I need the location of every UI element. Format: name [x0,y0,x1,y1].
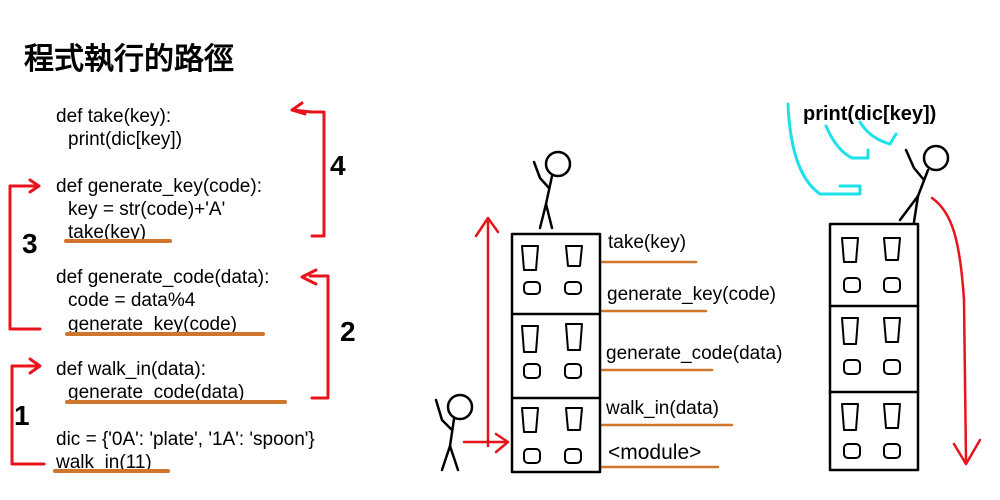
bracket-1 [10,364,46,466]
window [523,363,541,379]
print-output-marks [786,102,898,196]
step-1: 1 [14,400,30,431]
step-4: 4 [330,150,346,181]
arrow-3-head [28,178,41,194]
bracket-4 [308,110,326,238]
window [565,323,583,351]
window [843,277,861,293]
window [883,317,901,343]
step-brackets [8,101,330,466]
window [841,317,859,345]
window [883,237,901,261]
window [523,448,541,464]
window [564,281,582,295]
window [843,359,861,375]
figure-head [446,393,474,421]
window [843,443,861,459]
window [564,363,582,379]
window [841,237,859,263]
step-2: 2 [340,316,356,347]
building-arrows [462,196,982,466]
figure-legs [440,444,460,472]
floor-label-generate-code: generate_code(data) [606,343,783,364]
code-genkey-body1: key = str(code)+'A' [68,199,226,220]
window [521,325,539,353]
figure-arm [434,398,454,432]
window [883,403,901,429]
arrow-1-head [28,357,42,375]
figure-head [544,150,572,178]
code-walk-body: generate_code(data) [68,382,245,403]
figure-body [916,168,930,198]
page-title: 程式執行的路徑 [24,42,234,77]
up-arrow-head [474,216,500,238]
right-windows [841,237,901,459]
left-windows [521,245,583,464]
window [564,448,582,464]
right-building-outline [828,222,920,472]
figure-legs [898,194,920,224]
code-gencode-body1: code = data%4 [68,290,196,311]
window [523,281,541,295]
output-mark [786,102,862,196]
down-arrow-head [952,438,982,466]
stick-figure-top-right [898,144,950,224]
stick-figure-bottom [434,393,474,472]
floor-label-take: take(key) [608,232,687,253]
print-label: print(dic[key]) [803,103,937,125]
bracket-3 [8,184,42,331]
code-take-def: def take(key): [56,106,172,127]
code-call-line: walk_in(11) [56,452,152,473]
arrow-4-stem [290,108,314,114]
window [521,407,539,433]
window [565,245,583,267]
window [565,407,583,431]
enter-arrow-head [494,432,510,454]
figure-arm [532,160,551,190]
window [883,443,901,459]
floor-label-module: <module> [608,441,702,464]
figure-head [922,144,950,172]
figure-body [448,417,456,448]
window [883,277,901,293]
down-arrow-curve [930,196,968,462]
figure-body [544,174,554,206]
stick-figure-top-left [532,150,572,230]
window [883,359,901,375]
left-building-outline [510,232,602,474]
window [841,403,859,431]
code-underlines [53,239,287,473]
bracket-2 [308,274,330,400]
floor-label-generate-key: generate_key(code) [607,284,776,305]
code-walk-def: def walk_in(data): [56,359,206,380]
code-gencode-def: def generate_code(data): [56,267,270,288]
floor-label-walk-in: walk_in(data) [606,398,719,419]
code-gencode-body2: generate_key(code) [68,314,237,335]
arrow-2-head [300,268,318,286]
window [521,245,539,271]
output-mark [824,124,870,160]
floor-underlines [600,260,734,469]
output-mark [858,120,898,146]
left-building [510,232,602,474]
code-genkey-def: def generate_key(code): [56,176,262,197]
code-take-body: print(dic[key]) [68,129,183,150]
code-genkey-body2: take(key) [68,222,147,243]
code-dic-line: dic = {'0A': 'plate', '1A': 'spoon'} [56,429,315,450]
step-3: 3 [22,228,38,259]
figure-arm [904,148,926,182]
right-building [828,222,920,472]
figure-legs [538,202,554,230]
